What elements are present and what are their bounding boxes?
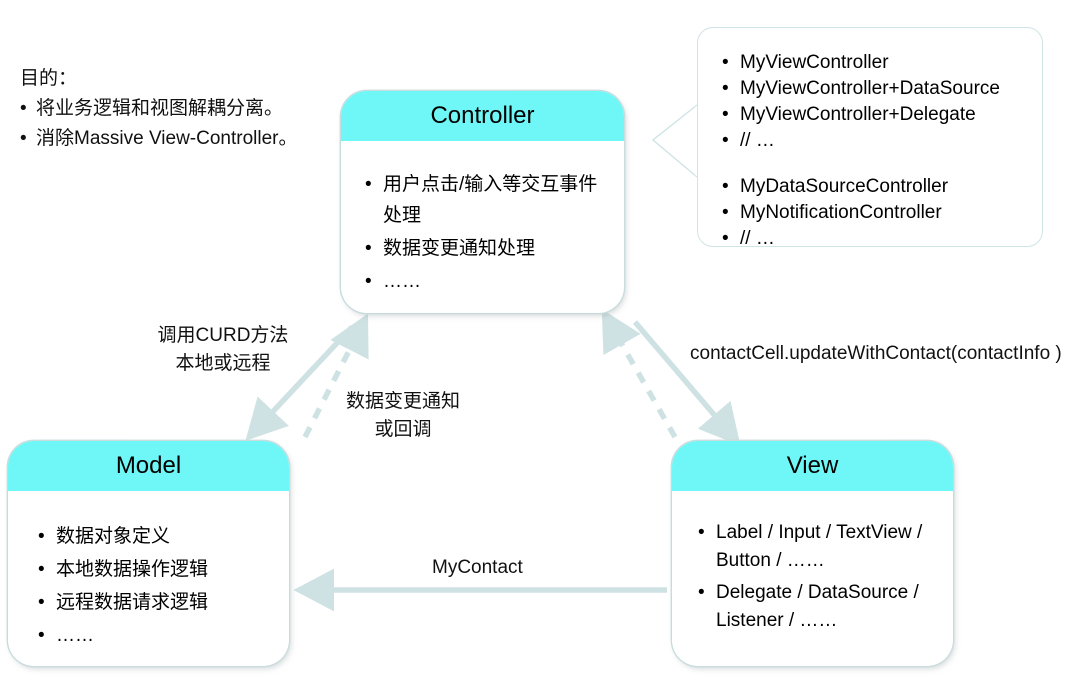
edge-label-controller-to-view: contactCell.updateWithContact(contactInf… xyxy=(690,343,1062,364)
arrow-view-to-controller xyxy=(601,309,678,439)
list-item: …… xyxy=(363,266,606,297)
purpose-item: 将业务逻辑和视图解耦分离。 xyxy=(20,94,330,124)
view-body: Label / Input / TextView / Button / …… D… xyxy=(672,491,953,649)
model-header: Model xyxy=(8,441,289,491)
list-item: MyNotificationController xyxy=(720,200,1042,226)
list-item: MyViewController+DataSource xyxy=(720,76,1042,102)
model-body: 数据对象定义 本地数据操作逻辑 远程数据请求逻辑 …… xyxy=(8,491,289,663)
list-item: 远程数据请求逻辑 xyxy=(36,587,271,618)
list-item: 数据变更通知处理 xyxy=(363,233,606,264)
list-item: 用户点击/输入等交互事件处理 xyxy=(363,169,606,231)
edge-label-line: 调用CURD方法 xyxy=(157,325,289,346)
view-list: Label / Input / TextView / Button / …… D… xyxy=(696,519,935,635)
controller-body: 用户点击/输入等交互事件处理 数据变更通知处理 …… xyxy=(341,141,624,309)
list-item: 本地数据操作逻辑 xyxy=(36,554,271,585)
list-item: 数据对象定义 xyxy=(36,521,271,552)
arrow-controller-to-view xyxy=(632,320,741,446)
list-item: // … xyxy=(720,226,1042,252)
edge-label-line: 或回调 xyxy=(374,419,432,440)
list-item: // … xyxy=(720,128,1042,154)
purpose-note: 目的： 将业务逻辑和视图解耦分离。 消除Massive View-Control… xyxy=(20,64,330,154)
controller-examples-callout: MyViewController MyViewController+DataSo… xyxy=(697,27,1043,252)
controller-header: Controller xyxy=(341,91,624,141)
edge-label-controller-to-model: 调用CURD方法 本地或远程 xyxy=(148,322,298,378)
list-item: …… xyxy=(36,620,271,651)
controller-box[interactable]: Controller 用户点击/输入等交互事件处理 数据变更通知处理 …… xyxy=(341,91,624,313)
edge-label-line: 数据变更通知 xyxy=(345,391,460,412)
purpose-title: 目的： xyxy=(20,68,78,89)
controller-list: 用户点击/输入等交互事件处理 数据变更通知处理 …… xyxy=(363,169,606,297)
view-header: View xyxy=(672,441,953,491)
callout-spacer xyxy=(720,154,1042,174)
list-item: MyDataSourceController xyxy=(720,174,1042,200)
edge-label-line: 本地或远程 xyxy=(175,353,271,374)
list-item: Delegate / DataSource / Listener / …… xyxy=(696,579,935,635)
purpose-item: 消除Massive View-Controller。 xyxy=(20,124,330,154)
list-item: Label / Input / TextView / Button / …… xyxy=(696,519,935,575)
list-item: MyViewController xyxy=(720,50,1042,76)
edge-label-model-to-controller: 数据变更通知 或回调 xyxy=(330,388,476,444)
view-box[interactable]: View Label / Input / TextView / Button /… xyxy=(672,441,953,666)
purpose-list: 将业务逻辑和视图解耦分离。 消除Massive View-Controller。 xyxy=(20,94,330,154)
list-item: MyViewController+Delegate xyxy=(720,102,1042,128)
callout-tail xyxy=(651,104,698,178)
model-list: 数据对象定义 本地数据操作逻辑 远程数据请求逻辑 …… xyxy=(36,521,271,651)
model-box[interactable]: Model 数据对象定义 本地数据操作逻辑 远程数据请求逻辑 …… xyxy=(8,441,289,666)
edge-label-view-to-model: MyContact xyxy=(432,557,523,578)
callout-list-primary: MyViewController MyViewController+DataSo… xyxy=(720,50,1042,154)
callout-list-secondary: MyDataSourceController MyNotificationCon… xyxy=(720,174,1042,252)
